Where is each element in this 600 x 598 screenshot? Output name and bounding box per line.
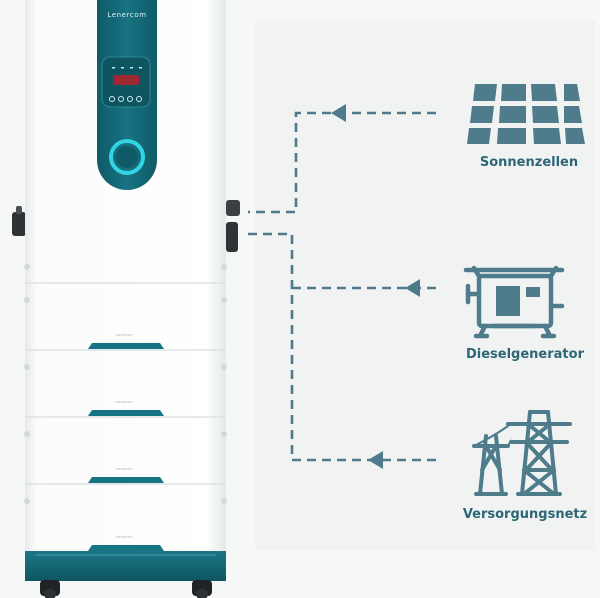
arrow-left-icon bbox=[368, 451, 383, 469]
arrow-left-icon bbox=[331, 104, 346, 122]
grid-connection-line bbox=[248, 232, 436, 462]
lcd-readout bbox=[113, 75, 139, 85]
power-grid-tower-icon bbox=[472, 410, 572, 496]
solar-panel-icon bbox=[467, 84, 585, 144]
left-handle bbox=[12, 206, 26, 236]
right-handle bbox=[226, 200, 240, 252]
source-label-solar: Sonnenzellen bbox=[479, 155, 579, 170]
arrow-left-icon bbox=[405, 279, 420, 297]
module-label: Lenercom bbox=[115, 535, 133, 539]
control-buttons bbox=[109, 96, 142, 102]
module-label: Lenercom bbox=[115, 467, 133, 471]
diesel-generator-icon bbox=[463, 265, 565, 339]
module-light-bars bbox=[88, 343, 164, 551]
source-label-grid: Versorgungsnetz bbox=[462, 507, 588, 522]
brand-logo: Lenercom bbox=[107, 11, 147, 19]
battery-cabinet bbox=[12, 0, 240, 598]
solar-connection-line bbox=[248, 111, 436, 214]
flow-arrows bbox=[331, 104, 420, 469]
caster-wheels bbox=[40, 580, 212, 598]
source-label-generator: Dieselgenerator bbox=[465, 347, 584, 362]
module-label: Lenercom bbox=[115, 400, 133, 404]
power-ring bbox=[109, 139, 145, 175]
module-label: Lenercom bbox=[115, 333, 133, 337]
